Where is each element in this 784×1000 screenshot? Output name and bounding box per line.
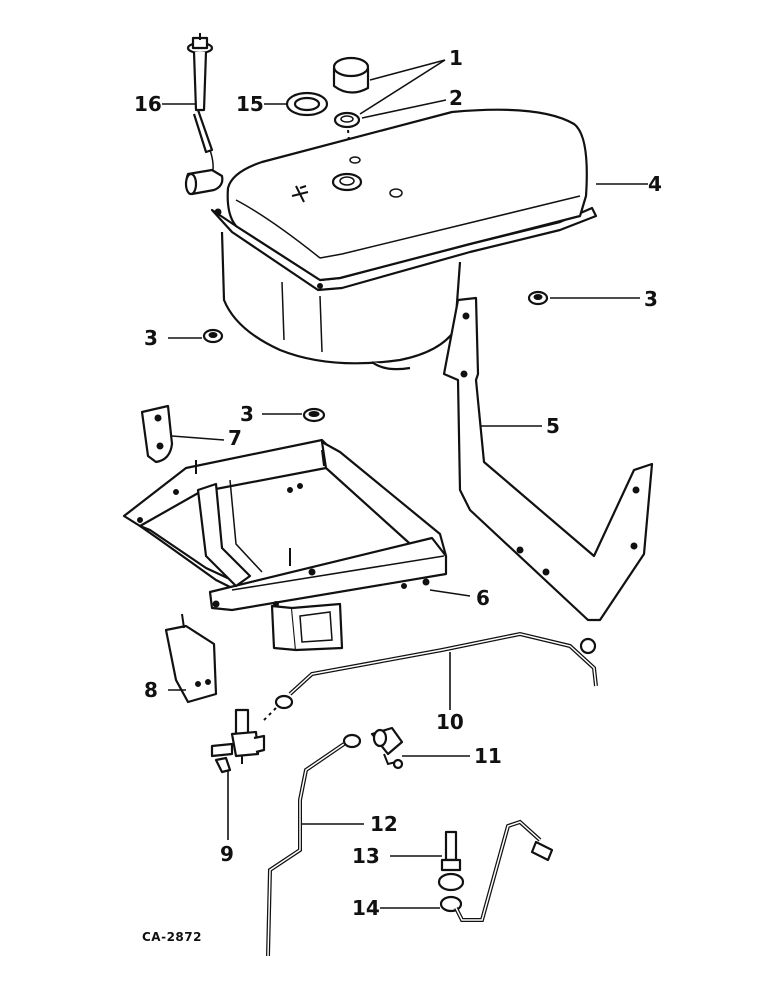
return-line (454, 819, 554, 922)
fuel-line-upper (261, 631, 598, 723)
cap-gasket (285, 91, 329, 117)
callout-2: 2 (449, 86, 463, 110)
callout-10: 10 (436, 710, 464, 734)
callout-3-right: 3 (644, 287, 658, 311)
leader-lines (162, 59, 648, 909)
callout-14: 14 (352, 896, 380, 920)
bracket-upper (140, 404, 174, 464)
drawing-code: CA-2872 (142, 930, 202, 944)
elbow-fitting (370, 726, 404, 770)
callout-8: 8 (144, 678, 158, 702)
fuel-gauge-sender (184, 33, 224, 196)
fuel-line-lower (266, 733, 362, 957)
callout-13: 13 (352, 844, 380, 868)
nut-upper-right (527, 290, 549, 306)
callout-4: 4 (648, 172, 662, 196)
tank-support-frame (122, 438, 448, 652)
connector-fitting (437, 830, 465, 913)
callout-3-middle: 3 (240, 402, 254, 426)
callout-16: 16 (134, 92, 162, 116)
callout-1: 1 (449, 46, 463, 70)
callout-11: 11 (474, 744, 502, 768)
bracket-lower (164, 613, 218, 704)
callout-7: 7 (228, 426, 242, 450)
callout-15: 15 (236, 92, 264, 116)
callout-3-left: 3 (144, 326, 158, 350)
callout-5: 5 (546, 414, 560, 438)
nut-middle (302, 407, 326, 423)
tank-strap (442, 296, 654, 622)
callout-12: 12 (370, 812, 398, 836)
nut-left (202, 328, 224, 344)
filler-cap (332, 56, 370, 94)
shutoff-valve (210, 708, 266, 774)
callout-9: 9 (220, 842, 234, 866)
fuel-tank (210, 108, 598, 371)
callout-6: 6 (476, 586, 490, 610)
